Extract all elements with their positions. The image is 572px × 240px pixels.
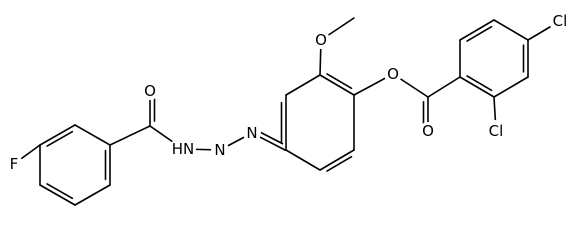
bond-c2-c3 [459, 19, 495, 41]
atom-label-methoxy-oxygen: O [315, 31, 327, 49]
atom-imine-n2: N [243, 124, 261, 142]
atom-chlorine-para: Cl [549, 10, 571, 32]
bond-b3-b4-double-line [326, 155, 353, 172]
bond-n2-cI-double-line [257, 130, 284, 145]
bond-c5-c6 [493, 76, 529, 98]
chemical-structure: F O HN N N O O O [5, 10, 571, 206]
atom-label-amide-oxygen: O [144, 82, 156, 100]
atom-ester-ring-oxygen: O [384, 65, 402, 83]
atom-label-chlorine-para: Cl [553, 12, 568, 30]
atom-imine-n1: N [211, 141, 229, 159]
bond-b6-b1 [285, 74, 321, 96]
bond-c6-c1-double-line [466, 75, 493, 92]
atom-label-ester-carbonyl-oxygen: O [422, 122, 434, 140]
atom-label-hydrazide-nh: HN [172, 140, 195, 158]
bond-a2-a3 [39, 184, 76, 206]
atom-label-chlorine-ortho: Cl [489, 122, 504, 140]
bond-a6-fC-double-line [46, 130, 74, 147]
bond-b5-b6-double-line [326, 73, 353, 90]
bond-c6-c1 [459, 76, 495, 98]
atom-ester-carbonyl-oxygen: O [419, 122, 437, 140]
atom-label-imine-n2: N [246, 124, 257, 142]
atom-amide-oxygen: O [141, 82, 159, 100]
bond-c3-c4 [493, 19, 529, 41]
bond-b3-b4 [319, 149, 355, 171]
atom-hydrazide-nh: HN [170, 136, 196, 162]
bond-a2-a3-double-line [46, 183, 74, 200]
atom-methoxy-oxygen: O [312, 31, 330, 49]
bond-layer [13, 17, 561, 206]
atom-chlorine-ortho: Cl [485, 120, 507, 142]
bond-a5-cA [109, 125, 151, 146]
bond-a5-a6 [74, 124, 111, 146]
bond-b2-b3 [285, 149, 321, 171]
bond-cE-c1 [427, 76, 461, 98]
atom-label-imine-n1: N [214, 141, 225, 159]
atom-label-layer: F O HN N N O O O [5, 10, 571, 173]
bond-a6-fC [39, 124, 76, 146]
bond-c2-c3-double-line [466, 25, 493, 42]
atom-label-fluorine: F [10, 155, 19, 173]
atom-fluorine: F [5, 155, 23, 173]
bond-b5-b6 [319, 74, 355, 96]
bond-a3-a4 [74, 184, 111, 206]
atom-label-ester-ring-oxygen: O [387, 65, 399, 83]
